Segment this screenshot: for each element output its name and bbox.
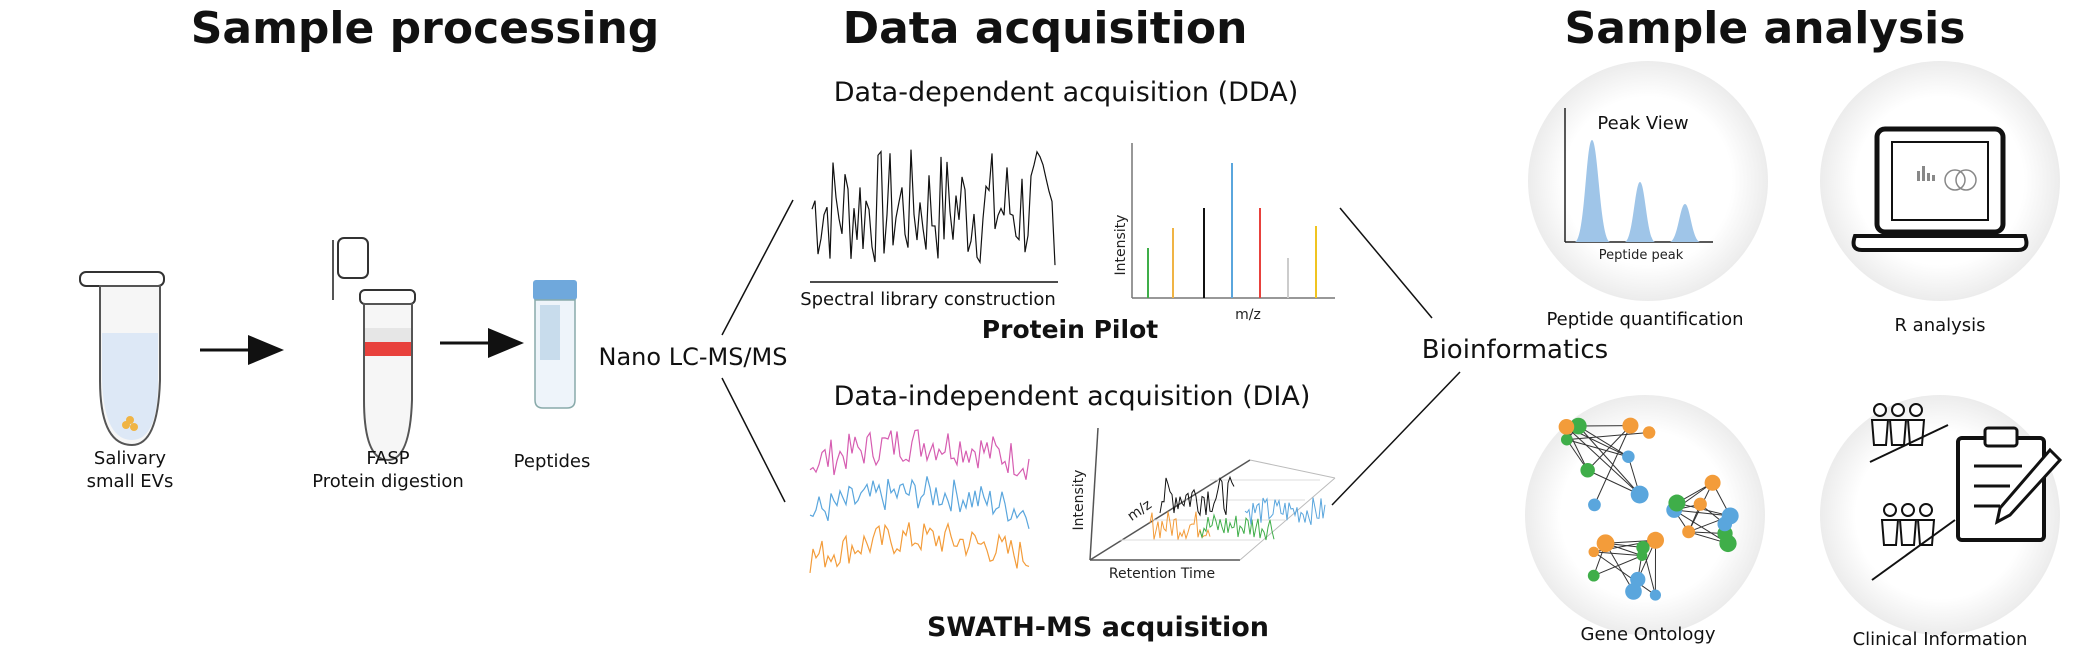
network-node — [1693, 497, 1707, 511]
network-node — [1570, 417, 1587, 435]
people-icon — [1869, 403, 1956, 581]
label-r-analysis: R analysis — [1894, 315, 1985, 336]
network-node — [1642, 426, 1656, 439]
label-clinical-information: Clinical Information — [1853, 629, 2028, 650]
label-peptide-peak: Peptide peak — [1599, 248, 1684, 263]
network-node — [1622, 450, 1635, 463]
label-spectral-library: Spectral library construction — [800, 289, 1056, 310]
dda-x-axis-label: m/z — [1235, 307, 1261, 323]
peptides-vial-icon — [533, 280, 577, 409]
network-node — [1682, 525, 1696, 539]
dda-y-axis-label: Intensity — [1113, 215, 1129, 276]
dia-y-axis-label: Intensity — [1071, 470, 1087, 531]
network-node — [1630, 485, 1649, 504]
network-node — [1622, 417, 1639, 434]
network-node — [1580, 463, 1595, 478]
ev-tube-icon — [79, 271, 165, 447]
label-peptides: Peptides — [514, 451, 591, 472]
dia-3d-plot — [1089, 427, 1336, 561]
network-node — [1560, 433, 1573, 446]
network-node — [1588, 498, 1601, 512]
network-node — [1636, 540, 1650, 555]
label-peptide-quantification: Peptide quantification — [1546, 309, 1743, 330]
heading-sample-processing: Sample processing — [191, 3, 660, 54]
peak-view-circle — [1528, 61, 1768, 301]
bio-line-top — [1339, 207, 1433, 319]
dda-title: Data-dependent acquisition (DDA) — [834, 77, 1299, 108]
branch-line-top — [721, 199, 794, 336]
dia-title: Data-independent acquisition (DIA) — [834, 381, 1311, 412]
label-peak-view: Peak View — [1597, 113, 1688, 134]
dia-x-axis-label: Retention Time — [1109, 566, 1215, 582]
heading-data-acquisition: Data acquisition — [843, 3, 1248, 54]
network-node — [1647, 531, 1665, 549]
clipboard-icon — [1956, 426, 2063, 542]
gene-ontology-circle — [1525, 395, 1765, 635]
network-node — [1668, 494, 1686, 512]
gene-network-icon — [1558, 417, 1739, 601]
dda-chromatogram — [810, 149, 1058, 283]
dia-traces — [809, 429, 1030, 573]
label-gene-ontology: Gene Ontology — [1581, 624, 1716, 645]
label-protein-digestion: Protein digestion — [312, 471, 464, 492]
label-protein-pilot: Protein Pilot — [982, 315, 1158, 344]
label-bioinformatics: Bioinformatics — [1422, 335, 1608, 365]
network-node — [1587, 569, 1600, 582]
network-node — [1719, 534, 1737, 553]
peak-view-chart — [1564, 108, 1713, 243]
branch-line-bottom — [721, 377, 786, 503]
label-salivary: Salivary — [94, 448, 167, 469]
network-node — [1649, 589, 1661, 601]
fasp-tube-icon — [332, 237, 416, 462]
label-nano-lcms: Nano LC-MS/MS — [599, 343, 788, 371]
network-node — [1704, 474, 1721, 491]
network-node — [1558, 419, 1575, 435]
network-node — [1717, 516, 1733, 532]
label-swath: SWATH-MS acquisition — [927, 612, 1269, 643]
label-small-evs: small EVs — [87, 471, 174, 492]
network-node — [1596, 534, 1615, 553]
laptop-icon — [1851, 126, 2029, 252]
label-fasp: FASP — [366, 448, 409, 469]
heading-sample-analysis: Sample analysis — [1565, 3, 1966, 54]
network-node — [1588, 546, 1600, 558]
dda-spectrum-plot — [1131, 143, 1335, 299]
bio-line-bottom — [1331, 371, 1461, 506]
network-node — [1625, 583, 1642, 600]
